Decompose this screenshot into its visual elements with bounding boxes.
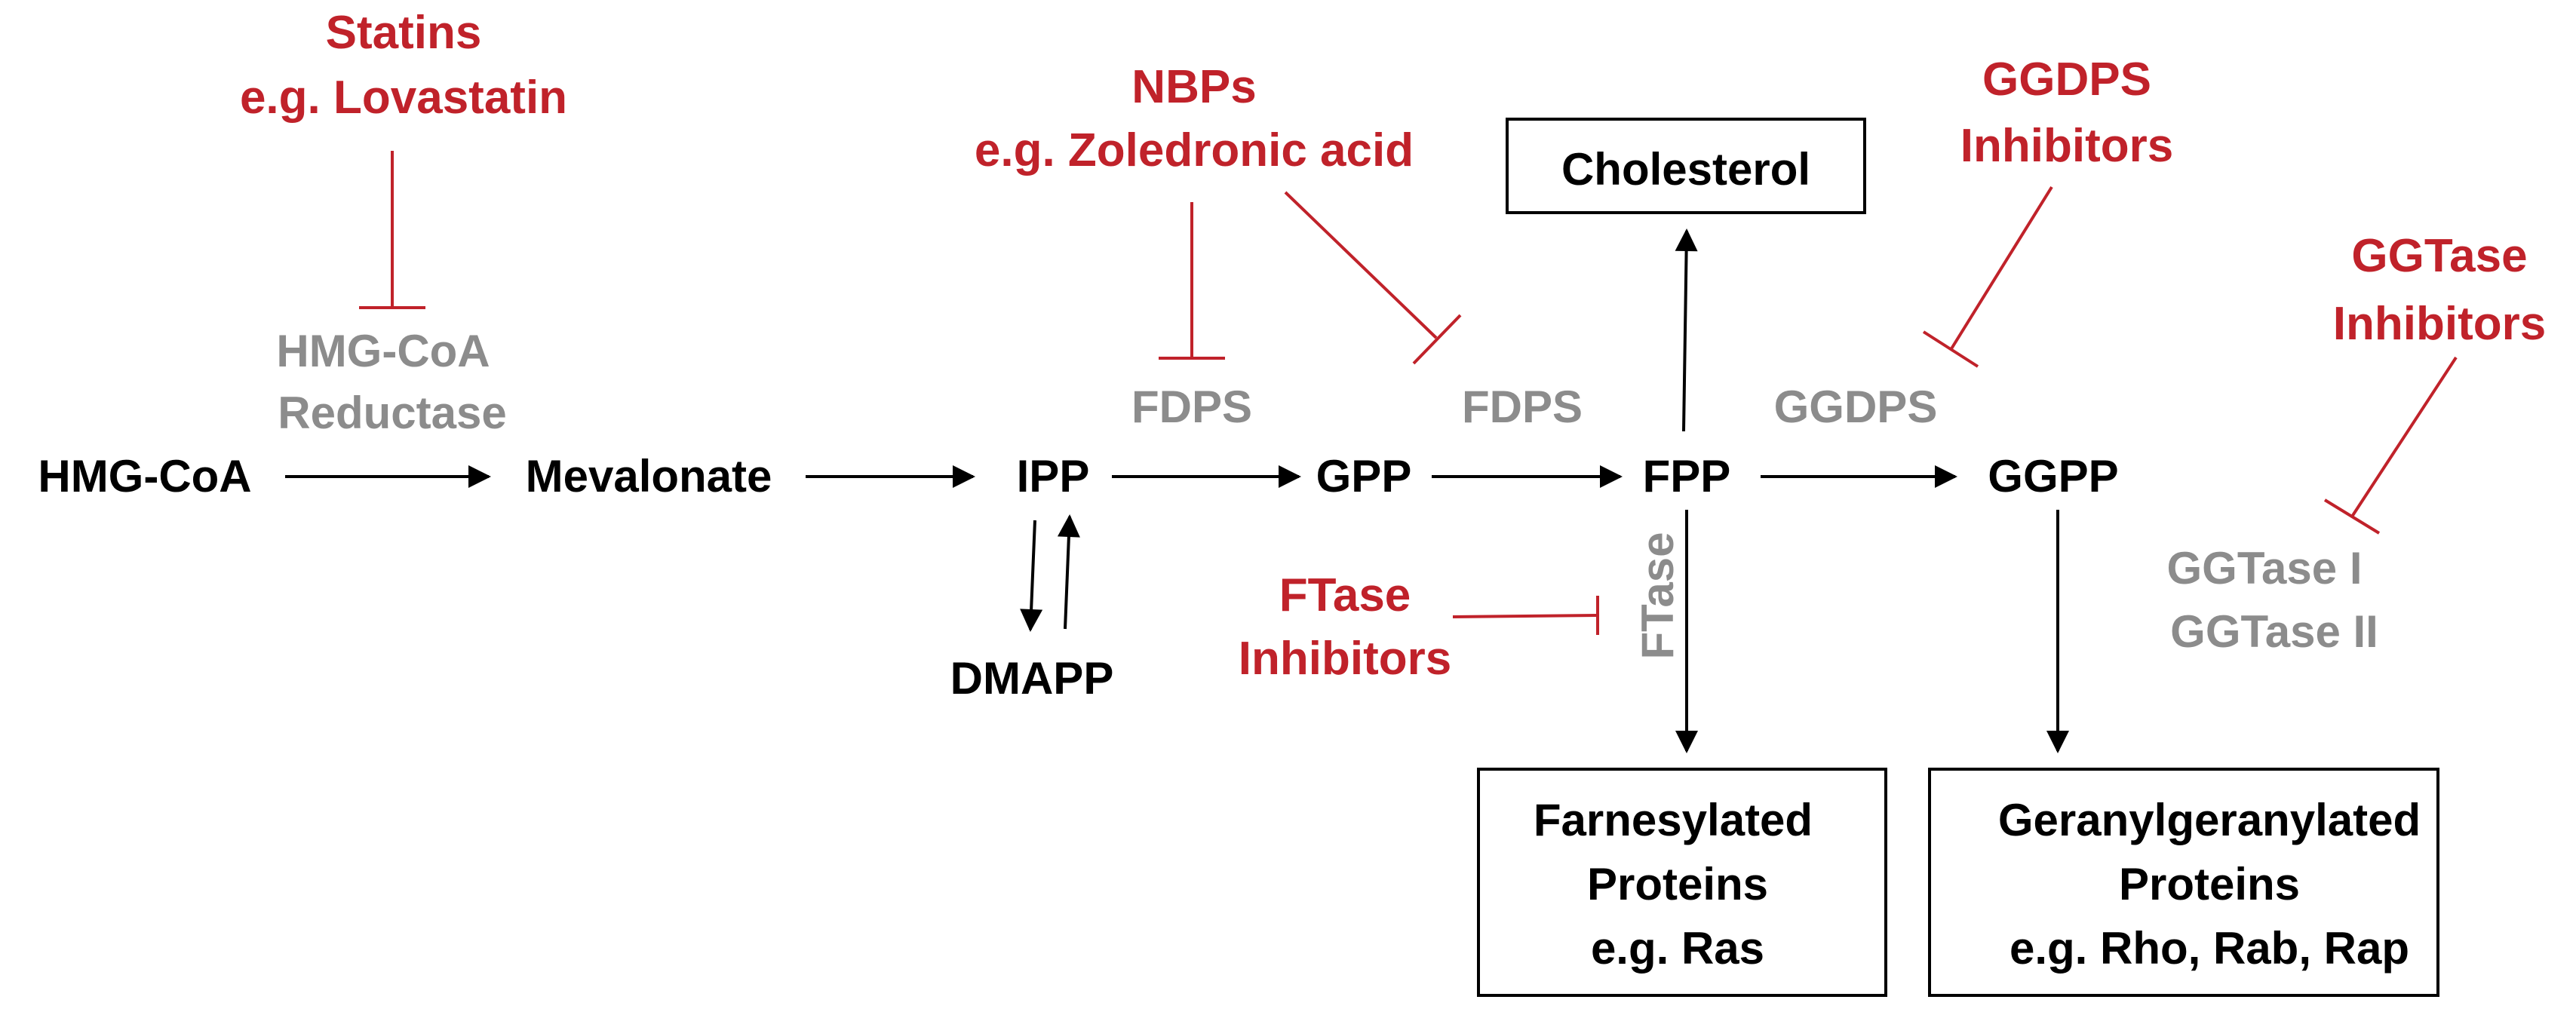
fdps-label-2: FDPS (1462, 382, 1583, 432)
cholesterol-box: Cholesterol (1506, 118, 1866, 214)
ftase-label: FTase (1632, 532, 1683, 660)
gpp-label: GPP (1316, 451, 1412, 501)
ggdps-inhibition-line (1922, 186, 2053, 368)
ggpp-label: GGPP (1988, 451, 2118, 501)
statins-label: Statins (326, 7, 482, 59)
ftase-inhibitors-label: FTase (1279, 569, 1411, 621)
fpp-label: FPP (1643, 451, 1731, 501)
mevalonate-label: Mevalonate (526, 451, 772, 501)
arrow-fpp-to-cholesterol (1675, 228, 1698, 432)
ggtase-1-label: GGTase I (2167, 543, 2363, 593)
ftase-inhibitors-label-2: Inhibitors (1239, 633, 1451, 685)
farnesylated-label: Farnesylated (1534, 795, 1813, 845)
farnesylated-proteins-box: Farnesylated Proteins e.g. Ras (1477, 768, 1887, 997)
hmgcoa-label: HMG-CoA (38, 451, 251, 501)
nbps-example-label: e.g. Zoledronic acid (975, 124, 1414, 176)
ggtase-inhibition-line (2323, 356, 2458, 535)
farnesylated-proteins-label: Proteins (1587, 859, 1768, 909)
ipp-label: IPP (1017, 451, 1090, 501)
geranylgeranylated-proteins-box: Geranylgeranylated Proteins e.g. Rho, Ra… (1928, 768, 2439, 997)
arrow-ipp-to-dmapp (1020, 520, 1043, 632)
hmgcr-label-2: Reductase (278, 388, 506, 438)
ggtase-inhibitors-label-2: Inhibitors (2333, 298, 2546, 350)
arrow-dmapp-to-ipp (1057, 514, 1080, 630)
ggdps-label: GGDPS (1774, 382, 1938, 432)
geranylgeranylated-proteins-label: Proteins (2119, 859, 2300, 909)
nbps-inhibition-line-1 (1159, 202, 1225, 360)
ggdps-inhibitors-label-2: Inhibitors (1960, 120, 2173, 172)
ggdps-inhibitors-label: GGDPS (1982, 54, 2151, 106)
fdps-label-1: FDPS (1131, 382, 1252, 432)
nbps-inhibition-line-2 (1284, 191, 1462, 365)
dmapp-label: DMAPP (950, 653, 1114, 704)
ftase-inhibition-line (1452, 596, 1599, 635)
statins-inhibition-line (359, 151, 425, 309)
farnesylated-example-label: e.g. Ras (1591, 923, 1764, 974)
ggtase-2-label: GGTase II (2170, 606, 2378, 657)
ggtase-inhibitors-label: GGTase (2351, 230, 2527, 282)
hmgcr-label: HMG-CoA (276, 326, 490, 376)
cholesterol-label: Cholesterol (1561, 144, 1810, 195)
geranylgeranylated-example-label: e.g. Rho, Rab, Rap (2010, 923, 2409, 974)
statins-example-label: e.g. Lovastatin (240, 72, 567, 124)
geranylgeranylated-label: Geranylgeranylated (1998, 795, 2421, 845)
nbps-label: NBPs (1131, 61, 1256, 113)
